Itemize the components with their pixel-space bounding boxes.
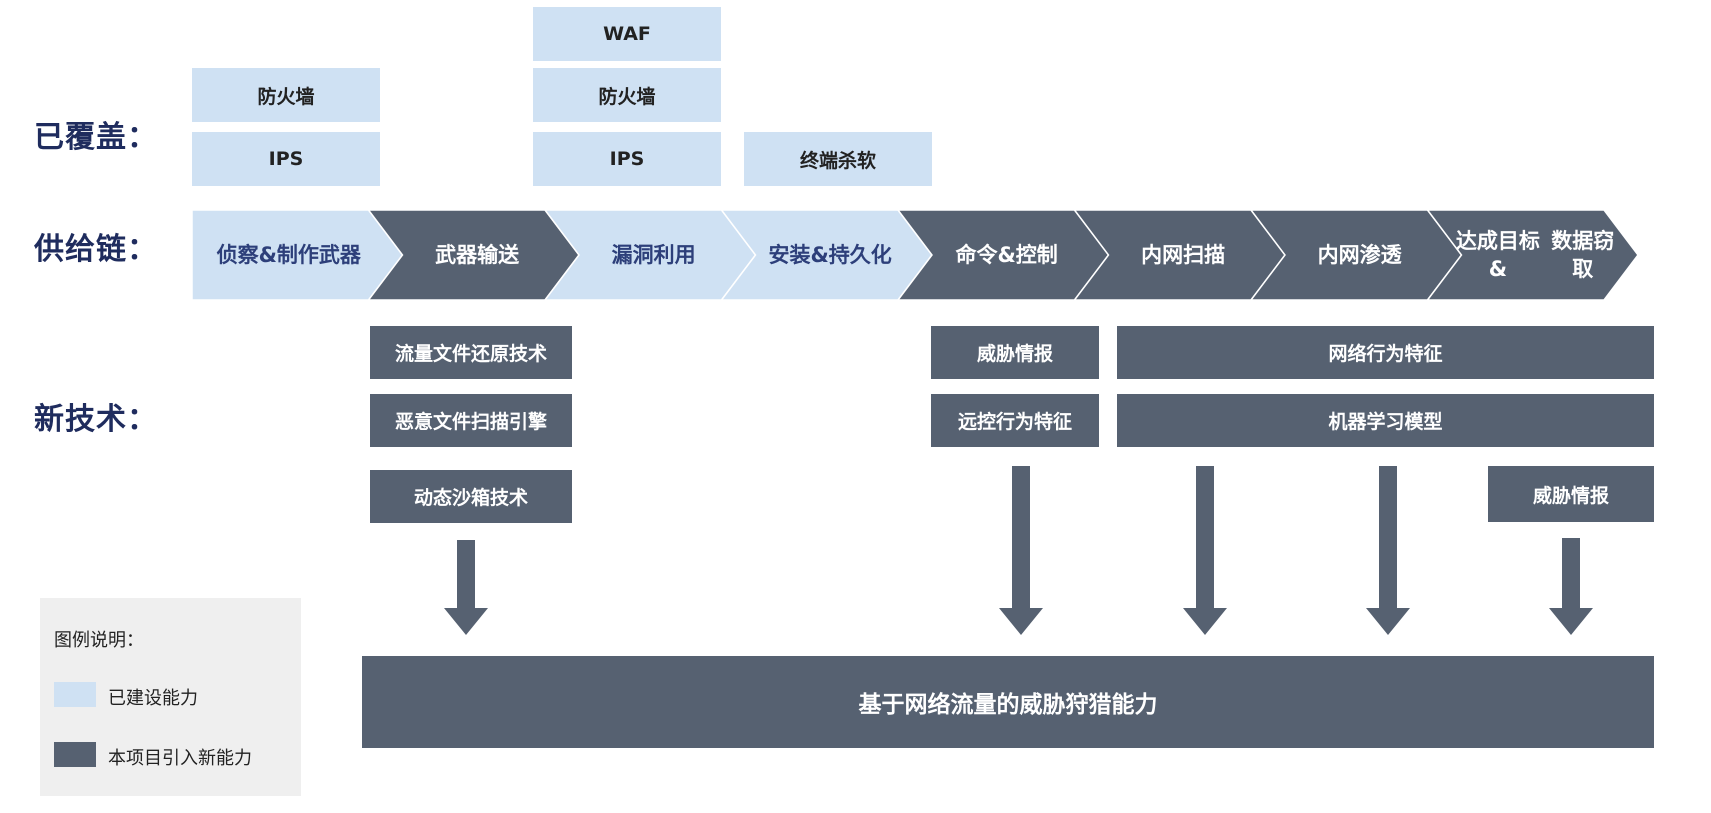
covered-ips-1: IPS bbox=[192, 132, 380, 186]
covered-firewall-3: 防火墙 bbox=[533, 68, 721, 122]
tech-ml-model: 机器学习模型 bbox=[1117, 394, 1654, 447]
row-label-covered: 已覆盖： bbox=[34, 120, 158, 155]
chain-stage-label-6: 内网扫描 bbox=[1141, 242, 1226, 267]
arrow-down-2 bbox=[999, 466, 1043, 635]
tech-threat-intel-2: 威胁情报 bbox=[1488, 466, 1654, 522]
legend-label-existing: 已建设能力 bbox=[108, 688, 198, 709]
tech-malicious-file-scan: 恶意文件扫描引擎 bbox=[370, 394, 572, 447]
tech-dynamic-sandbox: 动态沙箱技术 bbox=[370, 470, 572, 523]
tech-remote-control-feature: 远控行为特征 bbox=[931, 394, 1099, 447]
chain-stage-label-7: 内网渗透 bbox=[1317, 242, 1402, 267]
tech-network-behavior: 网络行为特征 bbox=[1117, 326, 1654, 379]
tech-threat-intel-1: 威胁情报 bbox=[931, 326, 1099, 379]
chain-stage-8 bbox=[1425, 209, 1639, 301]
legend-swatch-existing bbox=[54, 682, 96, 707]
covered-endpoint-av: 终端杀软 bbox=[744, 132, 932, 186]
chain-stage-label-3: 漏洞利用 bbox=[611, 242, 696, 267]
arrow-down-5 bbox=[1549, 538, 1593, 635]
covered-waf: WAF bbox=[533, 7, 721, 61]
chain-stage-label-2: 武器输送 bbox=[435, 242, 520, 267]
legend-title: 图例说明： bbox=[54, 630, 144, 651]
chain-stage-label-5: 命令&控制 bbox=[955, 242, 1058, 267]
covered-firewall-1: 防火墙 bbox=[192, 68, 380, 122]
legend-label-new: 本项目引入新能力 bbox=[108, 748, 252, 769]
arrow-down-3 bbox=[1183, 466, 1227, 635]
row-label-supply-chain: 供给链： bbox=[34, 232, 158, 267]
arrow-down-1 bbox=[444, 540, 488, 635]
chain-stage-label-8: 达成目标&数据窃取 bbox=[1455, 228, 1615, 281]
covered-ips-3: IPS bbox=[533, 132, 721, 186]
legend: 图例说明： 已建设能力 本项目引入新能力 bbox=[40, 598, 301, 796]
chain-stage-label-1: 侦察&制作武器 bbox=[216, 242, 361, 267]
tech-traffic-file-restore: 流量文件还原技术 bbox=[370, 326, 572, 379]
legend-swatch-new bbox=[54, 742, 96, 767]
arrow-down-4 bbox=[1366, 466, 1410, 635]
row-label-new-tech: 新技术： bbox=[34, 402, 158, 437]
threat-hunting-bar: 基于网络流量的威胁狩猎能力 bbox=[362, 656, 1654, 748]
chain-stage-label-4: 安装&持久化 bbox=[768, 242, 892, 267]
